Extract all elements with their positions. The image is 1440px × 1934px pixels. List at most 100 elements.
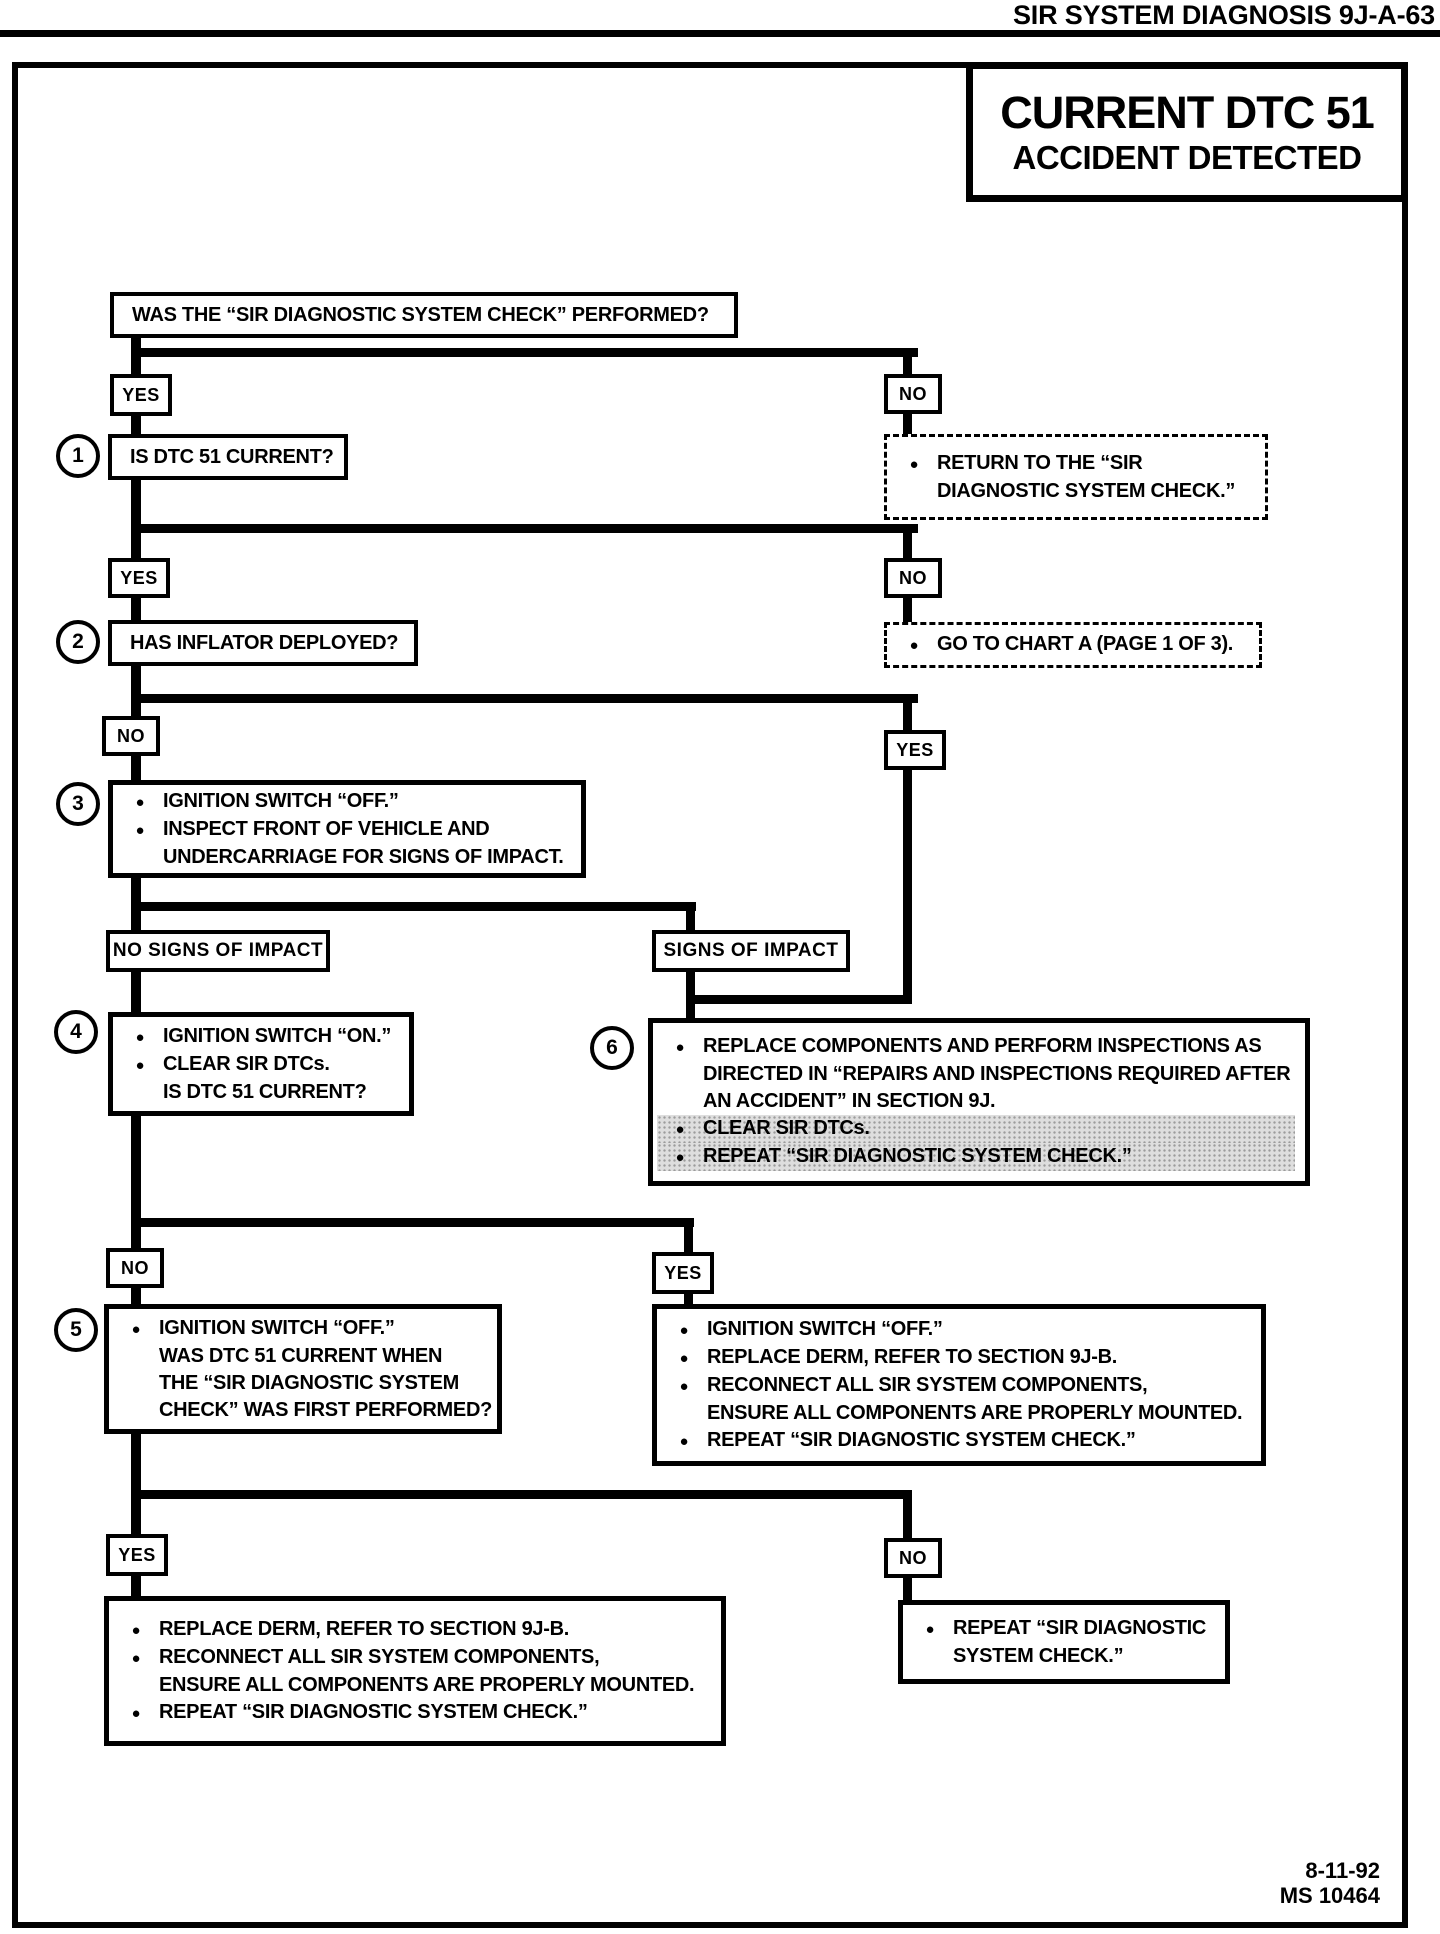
no-box-start: NO: [884, 374, 942, 414]
yes-box-step2: YES: [884, 730, 946, 770]
flow-box-start-question: WAS THE “SIR DIAGNOSTIC SYSTEM CHECK” PE…: [110, 292, 738, 338]
connector-line: [131, 1490, 912, 1499]
footer-code: MS 10464: [1279, 1883, 1380, 1908]
bullet-icon: ●: [909, 455, 919, 473]
connector-line: [131, 694, 918, 703]
flow-text-line: DIAGNOSTIC SYSTEM CHECK.”: [891, 478, 1255, 505]
connector-line: [903, 348, 912, 378]
flow-box-return-check: ● RETURN TO THE “SIR DIAGNOSTIC SYSTEM CHE…: [884, 434, 1268, 520]
flow-box-step3: ● IGNITION SWITCH “OFF.” ●INSPECT FRONT OF…: [108, 780, 586, 878]
flow-text: REPEAT “SIR DIAGNOSTIC SYSTEM CHECK.”: [707, 1428, 1136, 1451]
connector-line: [903, 1490, 912, 1540]
yes-box-step5: YES: [106, 1534, 168, 1576]
flow-text: REPLACE COMPONENTS AND PERFORM INSPECTIO…: [703, 1035, 1262, 1057]
flow-text-line: ● REPLACE COMPONENTS AND PERFORM INSPECTI…: [657, 1033, 1295, 1061]
page-border: [12, 62, 1408, 1928]
step-circle-4: 4: [54, 1010, 98, 1054]
flow-text-line: AN ACCIDENT” IN SECTION 9J.: [657, 1088, 1295, 1115]
flow-text: IGNITION SWITCH “OFF.”: [159, 1316, 395, 1339]
flow-text-line: ● IGNITION SWITCH “ON.”: [117, 1023, 399, 1051]
flow-text: DIRECTED IN “REPAIRS AND INSPECTIONS REQ…: [703, 1063, 1291, 1085]
connector-line: [903, 596, 912, 624]
bullet-icon: ●: [135, 821, 145, 839]
footer-date: 8-11-92: [1305, 1858, 1380, 1883]
connector-line: [684, 1218, 693, 1254]
bullet-icon: ●: [909, 637, 919, 654]
no-box-step1: NO: [884, 558, 942, 598]
flow-text-line: SYSTEM CHECK.”: [907, 1643, 1215, 1670]
flow-box-step1: IS DTC 51 CURRENT?: [108, 434, 348, 480]
flow-text: GO TO CHART A (PAGE 1 OF 3).: [937, 633, 1234, 655]
connector-line: [686, 995, 912, 1004]
flow-box-goto-chart-a: ● GO TO CHART A (PAGE 1 OF 3).: [884, 622, 1262, 668]
flow-text: IS DTC 51 CURRENT?: [163, 1080, 367, 1103]
connector-line: [131, 902, 696, 911]
flow-text: CLEAR SIR DTCs.: [703, 1117, 870, 1139]
connector-line: [131, 414, 141, 436]
flow-text-line: ● REPLACE DERM, REFER TO SECTION 9J-B.: [113, 1616, 711, 1644]
bullet-icon: ●: [131, 1704, 141, 1722]
flow-text-line: THE “SIR DIAGNOSTIC SYSTEM: [113, 1370, 487, 1397]
flow-text-line: ●INSPECT FRONT OF VEHICLE AND: [117, 816, 571, 844]
flow-text: THE “SIR DIAGNOSTIC SYSTEM: [159, 1371, 460, 1394]
connector-line: [131, 1114, 141, 1250]
flow-text: REPEAT “SIR DIAGNOSTIC SYSTEM CHECK.”: [159, 1700, 588, 1723]
connector-line: [131, 1432, 141, 1536]
bullet-icon: ●: [135, 1028, 145, 1046]
flow-text-line: ●CLEAR SIR DTCs.: [117, 1051, 399, 1079]
flow-text-line: ENSURE ALL COMPONENTS ARE PROPERLY MOUNT…: [661, 1400, 1251, 1427]
no-box-step4: NO: [106, 1248, 164, 1288]
flow-text-line: ●IGNITION SWITCH “OFF.”: [661, 1316, 1251, 1344]
connector-line: [131, 1218, 694, 1227]
step-circle-5: 5: [54, 1308, 98, 1352]
flow-text: REPEAT “SIR DIAGNOSTIC SYSTEM CHECK.”: [703, 1145, 1132, 1167]
bullet-icon: ●: [679, 1432, 689, 1450]
bullet-icon: ●: [131, 1621, 141, 1639]
flow-text: SYSTEM CHECK.”: [953, 1644, 1124, 1667]
connector-line: [903, 768, 912, 1004]
connector-line: [131, 348, 918, 357]
flow-text: ENSURE ALL COMPONENTS ARE PROPERLY MOUNT…: [159, 1673, 695, 1696]
connector-line: [903, 1578, 912, 1602]
title-box: CURRENT DTC 51 ACCIDENT DETECTED: [966, 62, 1408, 202]
flow-text-line: ● CLEAR SIR DTCs.: [657, 1115, 1295, 1143]
bullet-icon: ●: [135, 793, 145, 811]
bullet-icon: ●: [675, 1149, 685, 1166]
connector-line: [131, 1286, 141, 1306]
flow-text-line: ● REPEAT “SIR DIAGNOSTIC SYSTEM CHECK.”: [113, 1699, 711, 1727]
flow-text: IGNITION SWITCH “OFF.”: [163, 789, 399, 812]
bullet-icon: ●: [925, 1620, 935, 1638]
signs-of-impact-box: SIGNS OF IMPACT: [652, 930, 850, 972]
flow-text: RECONNECT ALL SIR SYSTEM COMPONENTS,: [159, 1645, 600, 1668]
flow-text: ENSURE ALL COMPONENTS ARE PROPERLY MOUNT…: [707, 1401, 1243, 1424]
bullet-icon: ●: [675, 1039, 685, 1056]
flow-text-line: DIRECTED IN “REPAIRS AND INSPECTIONS REQ…: [657, 1061, 1295, 1088]
flow-text: IGNITION SWITCH “ON.”: [163, 1024, 392, 1047]
flow-box-step2: HAS INFLATOR DEPLOYED?: [108, 620, 418, 666]
flow-text: UNDERCARRIAGE FOR SIGNS OF IMPACT.: [163, 845, 564, 868]
bullet-icon: ●: [679, 1349, 689, 1367]
flow-text-line: ●RECONNECT ALL SIR SYSTEM COMPONENTS,: [113, 1644, 711, 1672]
header-rule: [0, 30, 1440, 37]
connector-line: [903, 412, 912, 436]
flow-text: REPLACE DERM, REFER TO SECTION 9J-B.: [159, 1617, 569, 1640]
yes-box-step4: YES: [652, 1252, 714, 1294]
flow-box-step5: ●IGNITION SWITCH “OFF.”WAS DTC 51 CURREN…: [104, 1304, 502, 1434]
connector-line: [903, 694, 912, 732]
bullet-icon: ●: [679, 1377, 689, 1395]
flow-text: AN ACCIDENT” IN SECTION 9J.: [703, 1090, 996, 1112]
flow-text: RETURN TO THE “SIR: [937, 451, 1143, 474]
flow-text: REPEAT “SIR DIAGNOSTIC: [953, 1616, 1207, 1639]
step-circle-6: 6: [590, 1026, 634, 1070]
flow-text-line: ● REPEAT “SIR DIAGNOSTIC SYSTEM CHECK.”: [661, 1427, 1251, 1455]
flow-text-line: UNDERCARRIAGE FOR SIGNS OF IMPACT.: [117, 844, 571, 871]
flow-box-step4: ● IGNITION SWITCH “ON.” ●CLEAR SIR DTCs.IS…: [108, 1012, 414, 1116]
connector-line: [131, 664, 141, 718]
flow-text: CLEAR SIR DTCs.: [163, 1052, 330, 1075]
bullet-icon: ●: [675, 1121, 685, 1138]
connector-line: [131, 596, 141, 622]
flow-text-line: ● REPEAT “SIR DIAGNOSTIC: [907, 1615, 1215, 1643]
flow-text-line: IS DTC 51 CURRENT?: [117, 1079, 399, 1106]
title-line2: ACCIDENT DETECTED: [1012, 139, 1362, 176]
